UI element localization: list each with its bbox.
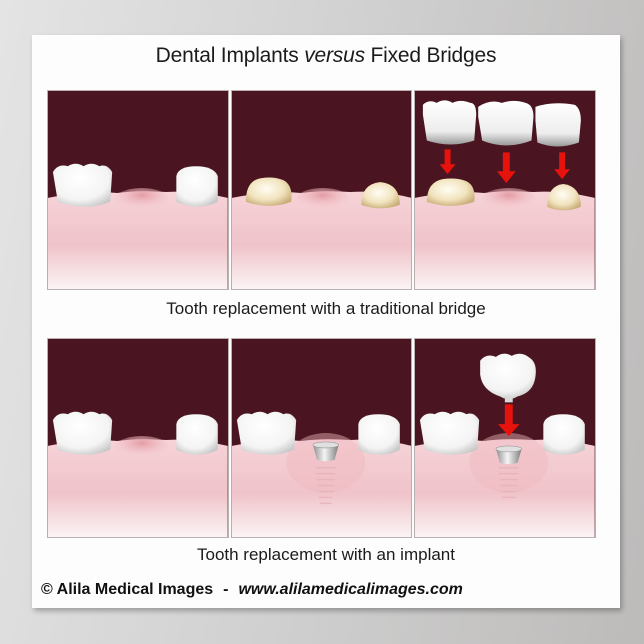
- implant-crown-icon: [480, 353, 537, 403]
- tooth-right-icon: [543, 414, 586, 455]
- copyright-text: © Alila Medical Images: [41, 581, 214, 598]
- footer-separator: -: [223, 581, 229, 598]
- tooth-left-icon: [52, 411, 113, 455]
- filed-abutments-illustration: [231, 177, 412, 289]
- implant-abutment-icon: [496, 448, 522, 465]
- title-emphasis: versus: [304, 44, 365, 67]
- poster-title: Dental Implants versus Fixed Bridges: [155, 44, 497, 67]
- abutment-left-icon: [427, 178, 475, 206]
- implant-row: [47, 338, 597, 538]
- tooth-left-icon: [52, 163, 113, 207]
- bridge-row: [47, 90, 597, 290]
- implant-panel-1: [47, 338, 229, 538]
- arrow-down-icons: [440, 149, 571, 184]
- arrow-down-icon: [498, 404, 520, 437]
- bridge-panel-1: [47, 90, 229, 290]
- tooth-right-icon: [358, 414, 400, 455]
- implant-caption: Tooth replacement with an implant: [197, 545, 455, 564]
- implant-screw-icon: [499, 466, 520, 499]
- missing-tooth-illustration: [48, 411, 228, 537]
- implant-post-illustration: [231, 411, 412, 537]
- footer-credits: © Alila Medical Images-www.alilamedicali…: [41, 581, 463, 599]
- bridge-caption: Tooth replacement with a traditional bri…: [166, 299, 486, 318]
- poster: Dental Implants versus Fixed Bridges: [32, 35, 620, 608]
- bridge-crowns-icon: [423, 100, 582, 147]
- missing-tooth-illustration: [48, 163, 228, 289]
- tooth-left-icon: [420, 411, 480, 455]
- bridge-panel-3: [414, 90, 597, 290]
- website-link[interactable]: www.alilamedicalimages.com: [238, 581, 463, 598]
- tooth-left-icon: [236, 411, 296, 455]
- bridge-placement-illustration: [415, 100, 596, 289]
- implant-panel-3: [414, 338, 597, 538]
- abutment-right-icon: [547, 184, 582, 211]
- implant-panel-2: [230, 338, 413, 538]
- implant-screw-icon: [315, 466, 336, 505]
- implant-crown-placement-illustration: [415, 353, 596, 537]
- abutment-left-icon: [245, 177, 292, 206]
- tooth-right-icon: [176, 166, 218, 207]
- implant-abutment-icon: [312, 444, 339, 462]
- abutment-right-icon: [360, 182, 400, 209]
- tooth-right-icon: [176, 414, 218, 455]
- bridge-panel-2: [230, 90, 413, 290]
